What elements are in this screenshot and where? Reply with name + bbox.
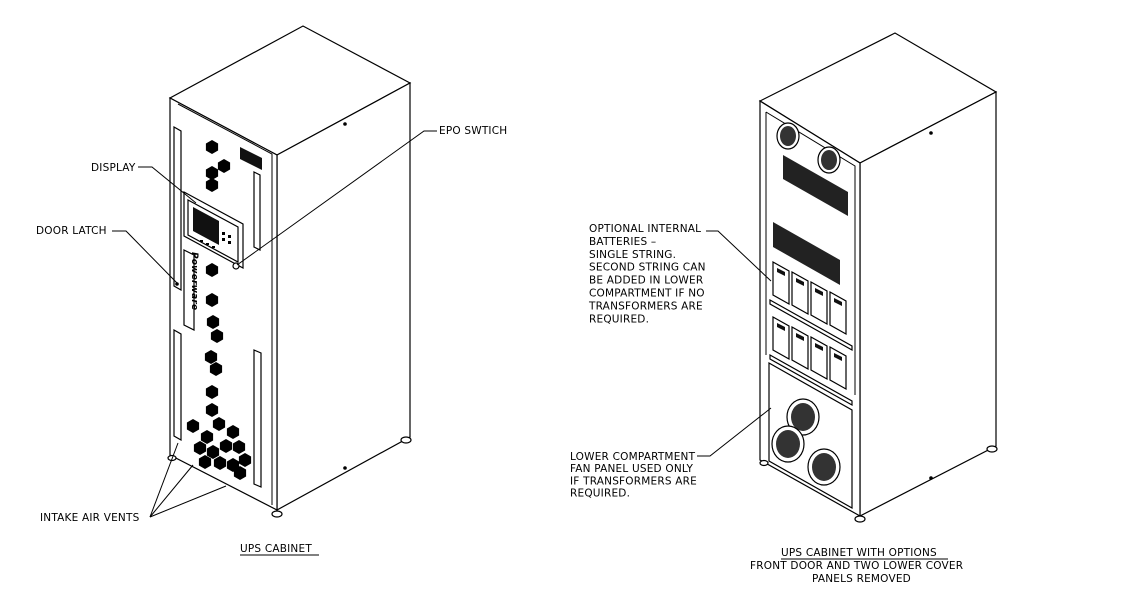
- label-intake-air-vents: INTAKE AIR VENTS: [40, 512, 140, 524]
- annotations-left: DISPLAY DOOR LATCH EPO SWTICH INTAKE AIR…: [36, 125, 507, 556]
- vent-hex: [219, 439, 233, 453]
- intake-air-vents: [186, 140, 252, 480]
- vent-hex: [193, 441, 207, 455]
- battery-terminal: [815, 343, 823, 351]
- display-button[interactable]: [222, 238, 225, 241]
- caption-line-2: FRONT DOOR AND TWO LOWER COVER: [750, 560, 963, 572]
- caption-ups-cabinet: UPS CABINET: [240, 543, 312, 555]
- vent-hex: [204, 350, 218, 364]
- label-display: DISPLAY: [91, 162, 136, 174]
- display-panel: [183, 190, 244, 270]
- battery-shelf: [769, 353, 853, 407]
- lower-fan: [771, 425, 805, 463]
- label-line: TRANSFORMERS ARE: [588, 300, 703, 312]
- brand-strip: Powerware: [183, 249, 199, 331]
- vent-hex: [233, 466, 247, 480]
- label-line: LOWER COMPARTMENT: [570, 451, 696, 463]
- label-line: FAN PANEL USED ONLY: [570, 463, 694, 475]
- top-fan-right: [817, 146, 841, 174]
- vent-hex: [238, 453, 252, 467]
- vent-hex: [217, 159, 231, 173]
- vent-hex: [205, 140, 219, 154]
- vent-grill-lower: [773, 222, 840, 285]
- door-slot: [253, 349, 262, 488]
- vent-hex: [205, 178, 219, 192]
- vent-hex: [198, 455, 212, 469]
- vent-hex: [213, 456, 227, 470]
- brand-logo: [240, 147, 262, 170]
- cabinet-side: [859, 91, 997, 517]
- ups-cabinet-right: [758, 32, 998, 523]
- vent-hex: [212, 417, 226, 431]
- label-line: BATTERIES –: [589, 236, 656, 248]
- ups-cabinet-left: Powerware: [167, 25, 412, 518]
- battery-terminal: [815, 288, 823, 296]
- label-line: COMPARTMENT IF NO: [589, 288, 705, 300]
- vent-hex: [209, 362, 223, 376]
- display-button[interactable]: [222, 232, 225, 235]
- battery-terminal: [777, 323, 785, 331]
- top-fan-left: [776, 122, 800, 150]
- vent-hex: [206, 315, 220, 329]
- label-line: BE ADDED IN LOWER: [589, 275, 703, 287]
- caption-ups-cabinet-options: UPS CABINET WITH OPTIONS: [781, 547, 937, 559]
- display-button[interactable]: [228, 241, 231, 244]
- label-line: IF TRANSFORMERS ARE: [570, 475, 697, 487]
- vent-hex: [200, 430, 214, 444]
- caption-line-3: PANELS REMOVED: [812, 573, 911, 585]
- battery-shelf: [769, 298, 853, 352]
- battery-terminal: [834, 353, 842, 361]
- lower-fan: [807, 448, 841, 486]
- label-epo-switch: EPO SWTICH: [439, 125, 507, 137]
- foot: [400, 436, 412, 444]
- vent-grill-upper: [783, 155, 848, 216]
- battery-terminal: [777, 268, 785, 276]
- door-slot: [253, 171, 261, 251]
- battery-terminal: [834, 298, 842, 306]
- door-latch[interactable]: [175, 282, 179, 286]
- cabinet-side: [276, 81, 411, 512]
- vent-hex: [206, 445, 220, 459]
- vent-hex: [205, 263, 219, 277]
- brand-text: Powerware: [189, 252, 199, 310]
- label-line: REQUIRED.: [570, 488, 630, 500]
- foot: [271, 510, 283, 518]
- display-screen: [193, 207, 219, 245]
- vent-hex: [186, 419, 200, 433]
- vent-hex: [205, 166, 219, 180]
- screw: [343, 122, 347, 126]
- label-line: OPTIONAL INTERNAL: [589, 223, 701, 235]
- label-line: SECOND STRING CAN: [589, 262, 706, 274]
- vent-hex: [226, 425, 240, 439]
- door-slot: [173, 328, 182, 442]
- vent-hex: [205, 385, 219, 399]
- vent-hex: [205, 403, 219, 417]
- battery-terminal: [796, 333, 804, 341]
- door-edge: [177, 103, 273, 505]
- battery-terminal: [796, 278, 804, 286]
- vent-hex: [210, 329, 224, 343]
- vent-hex: [205, 293, 219, 307]
- label-line: SINGLE STRING.: [589, 249, 676, 261]
- lower-fan: [786, 398, 820, 436]
- label-line: REQUIRED.: [589, 313, 649, 325]
- door-slot: [173, 125, 182, 292]
- display-button[interactable]: [228, 235, 231, 238]
- label-door-latch: DOOR LATCH: [36, 225, 107, 237]
- vent-hex: [232, 440, 246, 454]
- screw: [343, 466, 347, 470]
- internal-batteries: [769, 260, 853, 407]
